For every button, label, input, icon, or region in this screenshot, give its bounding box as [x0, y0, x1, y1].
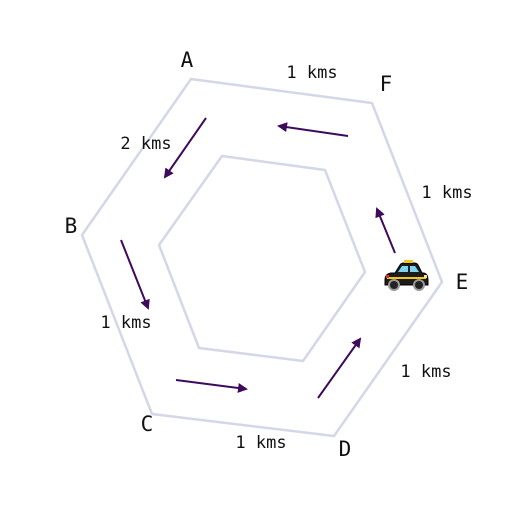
taxi-wheel-rear	[388, 279, 400, 291]
taxi-stripe	[387, 277, 426, 279]
vertex-label-f: F	[380, 72, 393, 96]
distance-labels: 1 kms 2 kms 1 kms 1 kms 1 kms 1 kms	[100, 63, 472, 453]
distance-label-f-a: 1 kms	[286, 63, 337, 83]
arrow-d-to-e	[317, 337, 362, 399]
vertex-label-c: C	[141, 412, 154, 436]
arrow-f-to-a	[277, 122, 349, 137]
taxi-roof-sign	[404, 260, 413, 263]
outer-track	[80, 77, 444, 438]
distance-label-a-b: 2 kms	[120, 134, 171, 154]
inner-track	[157, 154, 367, 363]
vertex-labels: A B C D E F	[65, 48, 469, 461]
arrow-a-to-b	[163, 117, 207, 179]
distance-label-e-f: 1 kms	[421, 183, 472, 203]
arrow-c-to-d	[175, 379, 248, 393]
vertex-label-e: E	[456, 270, 469, 294]
taxi-icon	[384, 260, 429, 291]
distance-label-d-e: 1 kms	[400, 362, 451, 382]
distance-label-b-c: 1 kms	[100, 313, 151, 333]
direction-arrows	[120, 117, 396, 399]
taxi-taillight	[386, 275, 389, 278]
taxi-window-front	[398, 266, 408, 272]
arrow-b-to-c	[120, 239, 150, 310]
taxi-headlight	[424, 275, 427, 278]
taxi-window-rear	[410, 266, 419, 272]
taxi-wheel-front	[413, 279, 425, 291]
vertex-label-a: A	[181, 48, 194, 72]
vertex-label-d: D	[339, 437, 352, 461]
arrow-e-to-f	[375, 207, 396, 254]
distance-label-c-d: 1 kms	[235, 433, 286, 453]
vertex-label-b: B	[65, 214, 78, 238]
